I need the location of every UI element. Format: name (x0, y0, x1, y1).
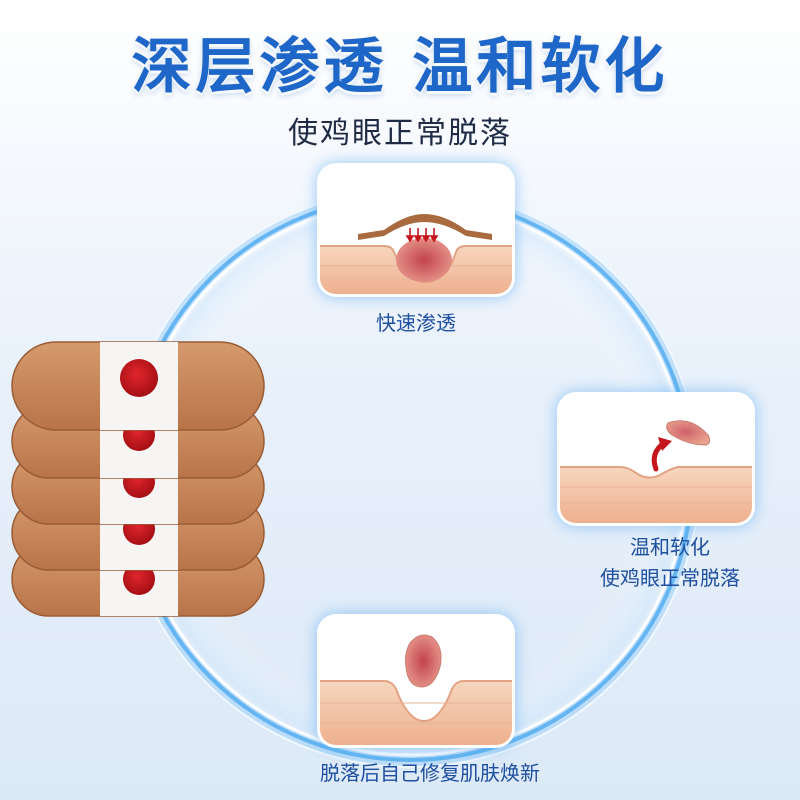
step-card-repair (320, 617, 512, 745)
plaster-1 (11, 341, 265, 431)
corn-plaster-stack (11, 341, 265, 617)
step-label-repair: 脱落后自己修复肌肤焕新 (320, 761, 540, 785)
step-label-softening-line2: 使鸡眼正常脱落 (600, 566, 740, 590)
step-label-softening: 温和软化 使鸡眼正常脱落 (540, 532, 800, 594)
corn-lifting-icon (560, 420, 752, 523)
page-subtitle: 使鸡眼正常脱落 (288, 116, 512, 151)
page-title: 深层渗透 温和软化 (131, 32, 669, 102)
patch-penetration-icon (320, 214, 512, 294)
skin-repair-icon (320, 634, 512, 745)
step-card-penetration (320, 166, 512, 294)
step-label-softening-line1: 温和软化 (630, 535, 710, 559)
step-card-softening (560, 395, 752, 523)
step-label-penetration: 快速渗透 (376, 311, 456, 335)
